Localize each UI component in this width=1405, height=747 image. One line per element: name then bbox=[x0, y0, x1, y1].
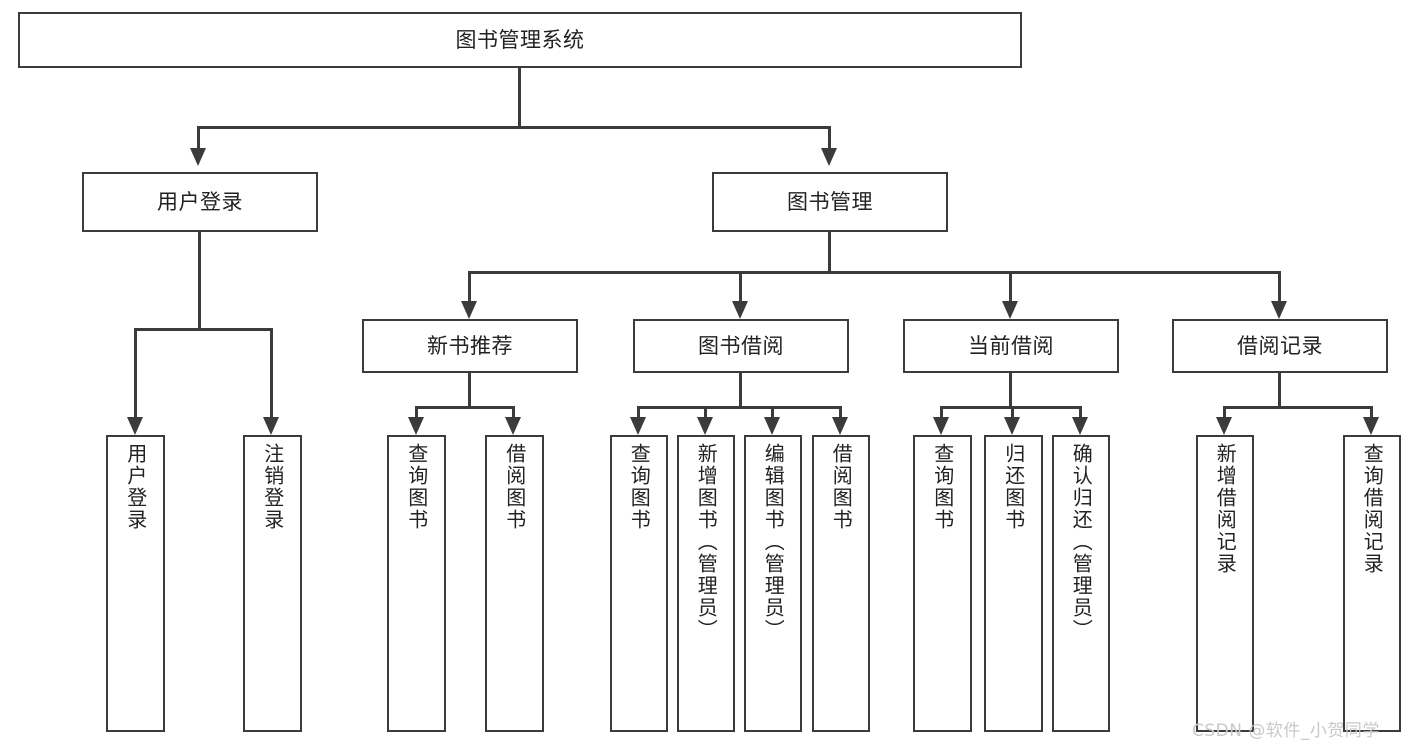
connector-br-drop-1 bbox=[1223, 406, 1226, 417]
leaf-cb-query-book[interactable]: 查询图书 bbox=[913, 435, 972, 732]
connector-current-borrow-stem bbox=[1009, 373, 1012, 406]
connector-to-borrow-record bbox=[1278, 271, 1281, 301]
node-label: 用户登录 bbox=[157, 189, 243, 214]
connector-bb-drop-4 bbox=[839, 406, 842, 417]
node-label: 新增借阅记录 bbox=[1213, 443, 1238, 575]
connector-root-stem bbox=[518, 68, 521, 126]
node-label: 当前借阅 bbox=[968, 333, 1054, 358]
connector-nbr-drop-2 bbox=[512, 406, 515, 417]
node-label: 新书推荐 bbox=[427, 333, 513, 358]
leaf-br-add-record[interactable]: 新增借阅记录 bbox=[1196, 435, 1254, 732]
connector-bb-drop-2 bbox=[704, 406, 707, 417]
leaf-bb-edit-book-admin[interactable]: 编辑图书（管理员） bbox=[744, 435, 802, 732]
arrow-user-login-leaf-2 bbox=[263, 417, 279, 435]
connector-cb-drop-1 bbox=[940, 406, 943, 417]
leaf-cb-confirm-return-admin[interactable]: 确认归还（管理员） bbox=[1052, 435, 1110, 732]
node-label: 新增图书（管理员） bbox=[694, 443, 719, 641]
node-label: 借阅图书 bbox=[502, 443, 527, 531]
arrow-to-current-borrow bbox=[1002, 301, 1018, 319]
connector-book-borrow-bus bbox=[637, 406, 841, 409]
node-label: 图书管理 bbox=[787, 189, 873, 214]
leaf-nbr-query-book[interactable]: 查询图书 bbox=[387, 435, 446, 732]
arrow-to-borrow-record bbox=[1271, 301, 1287, 319]
arrow-bb-leaf-2 bbox=[697, 417, 713, 435]
node-label: 借阅图书 bbox=[829, 443, 854, 531]
arrow-bb-leaf-3 bbox=[764, 417, 780, 435]
leaf-bb-query-book[interactable]: 查询图书 bbox=[610, 435, 668, 732]
connector-nbr-drop-1 bbox=[415, 406, 418, 417]
connector-root-to-book-manage bbox=[828, 126, 831, 148]
node-book-management[interactable]: 图书管理 bbox=[712, 172, 948, 232]
node-label: 确认归还（管理员） bbox=[1069, 443, 1094, 641]
node-current-borrow[interactable]: 当前借阅 bbox=[903, 319, 1119, 373]
connector-cb-drop-2 bbox=[1011, 406, 1014, 417]
connector-to-new-book-rec bbox=[468, 271, 471, 301]
node-label: 查询图书 bbox=[627, 443, 652, 531]
node-label: 借阅记录 bbox=[1237, 333, 1323, 358]
arrow-nbr-leaf-1 bbox=[408, 417, 424, 435]
connector-bb-drop-3 bbox=[771, 406, 774, 417]
node-label: 图书借阅 bbox=[698, 333, 784, 358]
connector-user-login-left-drop bbox=[134, 328, 137, 417]
connector-to-book-borrow bbox=[739, 271, 742, 301]
node-label: 注销登录 bbox=[260, 443, 285, 531]
connector-borrow-record-bus bbox=[1223, 406, 1372, 409]
node-label: 查询图书 bbox=[404, 443, 429, 531]
connector-new-book-rec-bus bbox=[415, 406, 515, 409]
arrow-cb-leaf-2 bbox=[1004, 417, 1020, 435]
node-label: 查询借阅记录 bbox=[1360, 443, 1385, 575]
leaf-bb-add-book-admin[interactable]: 新增图书（管理员） bbox=[677, 435, 735, 732]
arrow-user-login-leaf-1 bbox=[127, 417, 143, 435]
arrow-cb-leaf-1 bbox=[933, 417, 949, 435]
connector-bb-drop-1 bbox=[637, 406, 640, 417]
connector-new-book-rec-stem bbox=[468, 373, 471, 406]
node-label: 图书管理系统 bbox=[455, 27, 585, 52]
connector-book-manage-stem bbox=[828, 232, 831, 271]
leaf-logout[interactable]: 注销登录 bbox=[243, 435, 302, 732]
leaf-user-login[interactable]: 用户登录 bbox=[106, 435, 165, 732]
connector-br-drop-2 bbox=[1370, 406, 1373, 417]
leaf-cb-return-book[interactable]: 归还图书 bbox=[984, 435, 1043, 732]
arrow-br-leaf-1 bbox=[1216, 417, 1232, 435]
connector-user-login-right-drop bbox=[270, 328, 273, 417]
node-borrow-record[interactable]: 借阅记录 bbox=[1172, 319, 1388, 373]
connector-to-current-borrow bbox=[1009, 271, 1012, 301]
node-new-book-recommend[interactable]: 新书推荐 bbox=[362, 319, 578, 373]
arrow-cb-leaf-3 bbox=[1072, 417, 1088, 435]
node-label: 查询图书 bbox=[930, 443, 955, 531]
leaf-nbr-borrow-book[interactable]: 借阅图书 bbox=[485, 435, 544, 732]
connector-root-bus bbox=[197, 126, 831, 129]
arrow-bb-leaf-1 bbox=[630, 417, 646, 435]
node-label: 编辑图书（管理员） bbox=[761, 443, 786, 641]
node-label: 用户登录 bbox=[123, 443, 148, 531]
node-root-system[interactable]: 图书管理系统 bbox=[18, 12, 1022, 68]
node-user-login[interactable]: 用户登录 bbox=[82, 172, 318, 232]
connector-root-to-user-login bbox=[197, 126, 200, 148]
connector-user-login-stem bbox=[198, 232, 201, 328]
node-label: 归还图书 bbox=[1001, 443, 1026, 531]
leaf-bb-borrow-book[interactable]: 借阅图书 bbox=[812, 435, 870, 732]
connector-book-borrow-stem bbox=[739, 373, 742, 406]
arrow-bb-leaf-4 bbox=[832, 417, 848, 435]
arrow-root-to-book-manage bbox=[821, 148, 837, 166]
arrow-br-leaf-2 bbox=[1363, 417, 1379, 435]
connector-book-manage-bus bbox=[468, 271, 1280, 274]
arrow-root-to-user-login bbox=[190, 148, 206, 166]
arrow-to-book-borrow bbox=[732, 301, 748, 319]
arrow-nbr-leaf-2 bbox=[505, 417, 521, 435]
leaf-br-query-record[interactable]: 查询借阅记录 bbox=[1343, 435, 1401, 732]
node-book-borrow[interactable]: 图书借阅 bbox=[633, 319, 849, 373]
connector-cb-drop-3 bbox=[1079, 406, 1082, 417]
connector-borrow-record-stem bbox=[1278, 373, 1281, 406]
arrow-to-new-book-rec bbox=[461, 301, 477, 319]
connector-user-login-bus bbox=[134, 328, 270, 331]
